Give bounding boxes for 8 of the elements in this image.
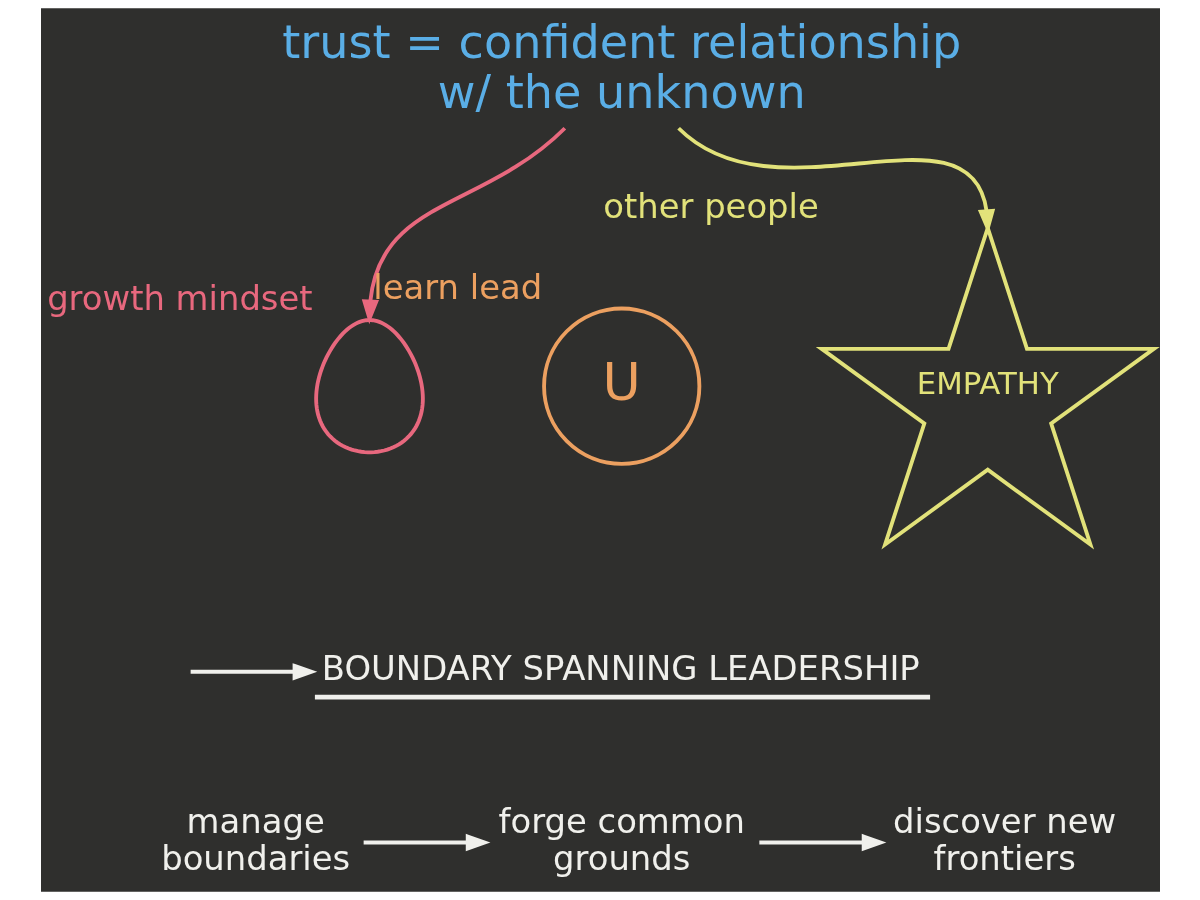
node-text: forge common grounds <box>498 801 745 878</box>
node-label: other people <box>602 187 819 227</box>
node-text: trust = confident relationship w/ the unknown <box>281 14 961 120</box>
node-text: manage boundaries <box>160 801 350 878</box>
node-text: BOUNDARY SPANNING LEADERSHIP <box>321 649 920 689</box>
node-text: discover new frontiers <box>892 801 1116 878</box>
node-label: growth mindset <box>46 279 313 319</box>
node-label: learn lead <box>372 267 542 307</box>
